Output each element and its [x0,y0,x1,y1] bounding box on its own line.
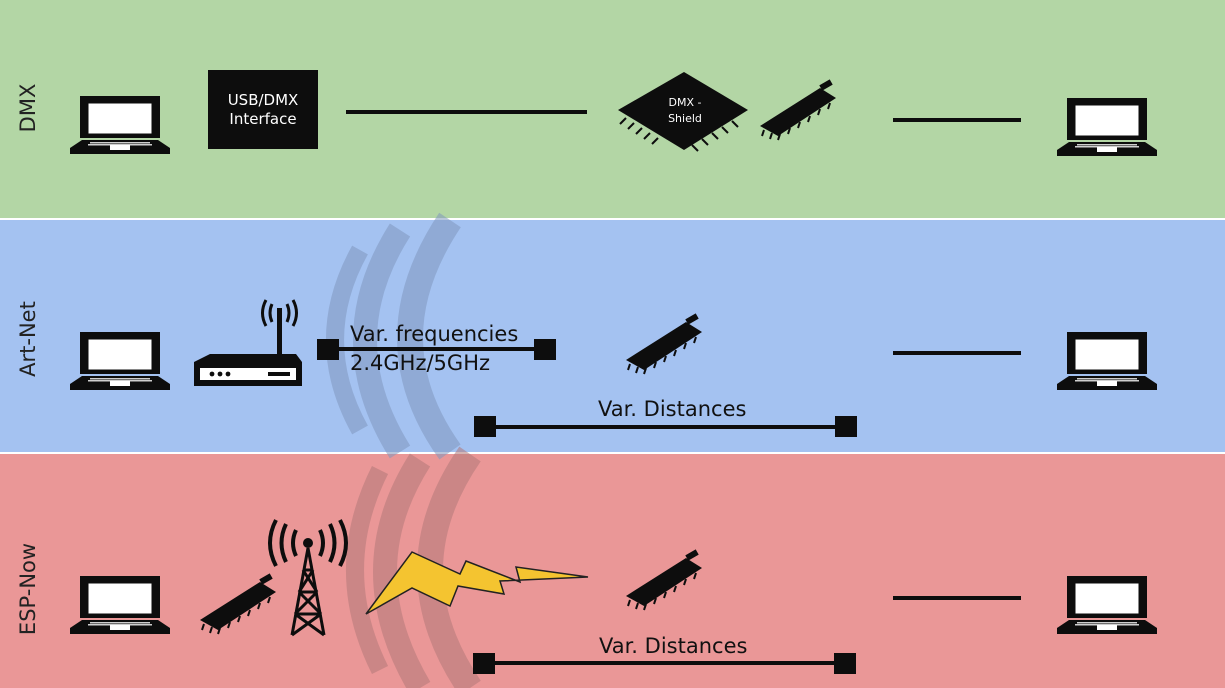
dmx-shield-chip-icon [618,72,748,152]
artnet-distance-bar [474,416,857,437]
dmx-shield-label-line1: DMX - [669,96,702,109]
row-label-espnow: ESP-Now [16,542,40,636]
frequency-band-label: 2.4GHz/5GHz [350,351,491,375]
row-label-artnet: Art-Net [16,301,40,377]
laptop-icon [1056,575,1158,635]
artnet-distance-label: Var. Distances [598,397,747,421]
espnow-distance-bar [473,653,856,674]
microcontroller-icon [625,548,703,611]
microcontroller-icon [625,312,703,375]
laptop-icon [1056,97,1158,157]
frequency-label: Var. frequencies [350,322,519,346]
usb-dmx-label-line2: Interface [229,110,296,128]
laptop-icon [69,95,171,155]
dmx-shield-label-line2: Shield [668,112,702,125]
laptop-icon [69,575,171,635]
wifi-router-icon [194,299,302,386]
artnet-row [0,220,1225,452]
laptop-icon [69,331,171,391]
laptop-icon [1056,331,1158,391]
microcontroller-icon [759,78,837,141]
usb-dmx-label-line1: USB/DMX [228,91,299,109]
dmx-row [0,0,1225,218]
frequency-range-bar [317,339,556,360]
radio-tower-icon [268,519,348,637]
microcontroller-icon [199,572,277,635]
espnow-distance-label: Var. Distances [599,634,748,658]
lightning-bolt-icon [365,551,589,615]
row-label-dmx: DMX [16,83,40,133]
espnow-row [0,454,1225,688]
usb-dmx-interface-box [208,70,318,149]
